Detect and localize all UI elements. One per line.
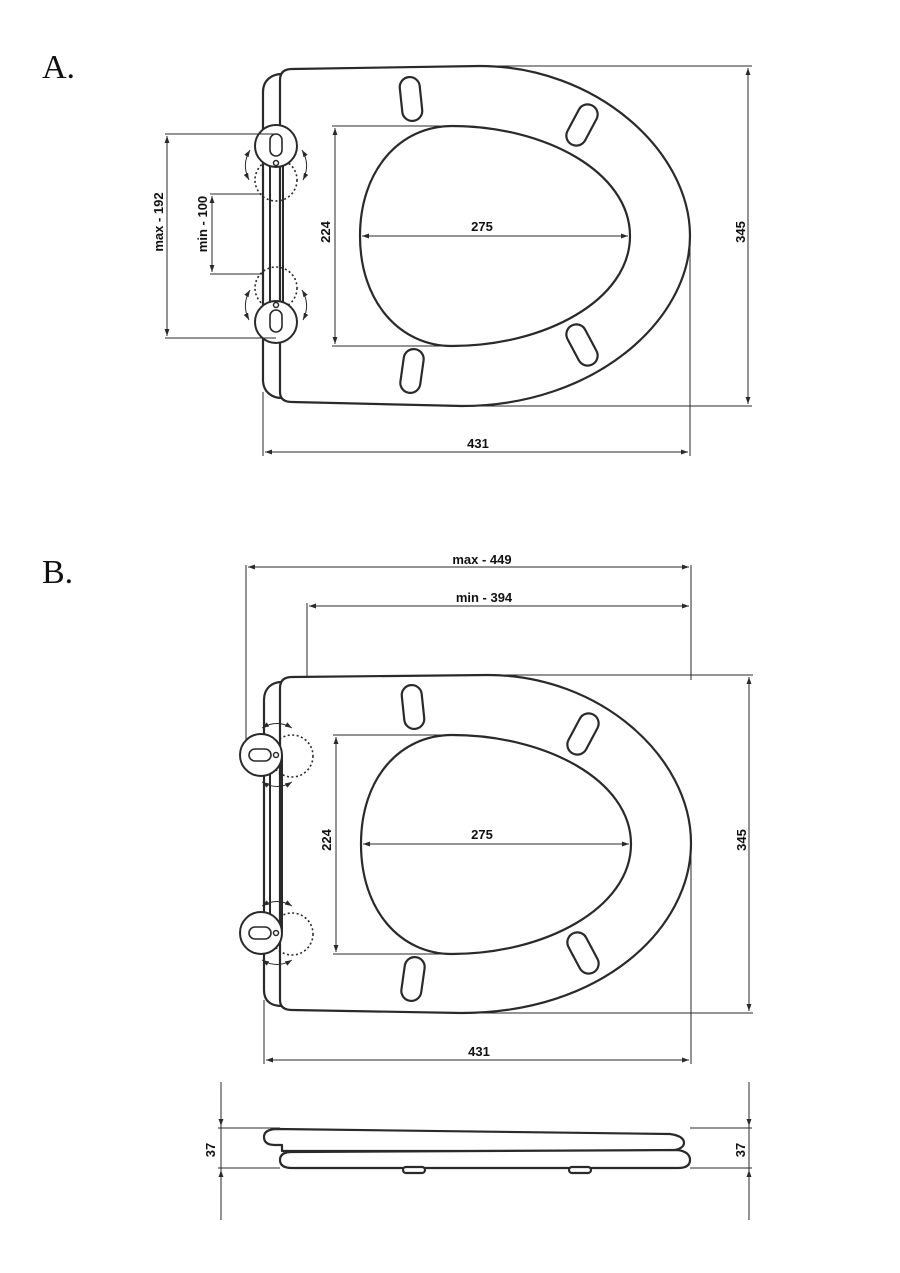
dim-inner-width: 275 xyxy=(471,827,493,842)
seat-buffer xyxy=(400,683,426,731)
lid-profile xyxy=(262,1127,686,1153)
dim-overall-height: 345 xyxy=(733,221,748,243)
side-buffer xyxy=(401,1165,427,1175)
dim-inner-width: 275 xyxy=(471,219,493,234)
dim-inner-height: 224 xyxy=(318,220,333,242)
dim-overall-width: 431 xyxy=(467,436,489,451)
section-a-label: A. xyxy=(42,49,75,86)
hinge-bottom xyxy=(243,266,309,344)
seat-buffer xyxy=(566,931,600,975)
hinge-bottom xyxy=(239,900,314,966)
seat-buffer xyxy=(398,75,424,123)
side-buffer xyxy=(567,1165,593,1175)
dim-span-max: max - 449 xyxy=(452,552,511,567)
seat-buffer xyxy=(566,712,600,756)
side-view: 37 37 xyxy=(203,1082,752,1220)
seat-buffer xyxy=(565,103,599,147)
seat-profile xyxy=(278,1148,692,1170)
seat-buffer xyxy=(400,956,426,1002)
seat-buffer xyxy=(399,348,425,394)
dim-overall-width: 431 xyxy=(468,1044,490,1059)
hinge-top xyxy=(243,124,309,202)
dim-overall-height: 345 xyxy=(734,829,749,851)
seat-buffer xyxy=(565,323,599,367)
section-b-label: B. xyxy=(42,554,73,591)
hinge-top xyxy=(239,722,314,788)
dim-hinge-min: min - 100 xyxy=(195,196,210,252)
section-a: A. xyxy=(42,49,752,456)
dim-inner-height: 224 xyxy=(319,828,334,850)
section-b: B. max - 449 min - 394 xyxy=(42,552,753,1064)
dim-thickness-right: 37 xyxy=(733,1143,748,1157)
dim-thickness-left: 37 xyxy=(203,1143,218,1157)
dim-span-min: min - 394 xyxy=(456,590,513,605)
dim-hinge-max: max - 192 xyxy=(151,192,166,251)
